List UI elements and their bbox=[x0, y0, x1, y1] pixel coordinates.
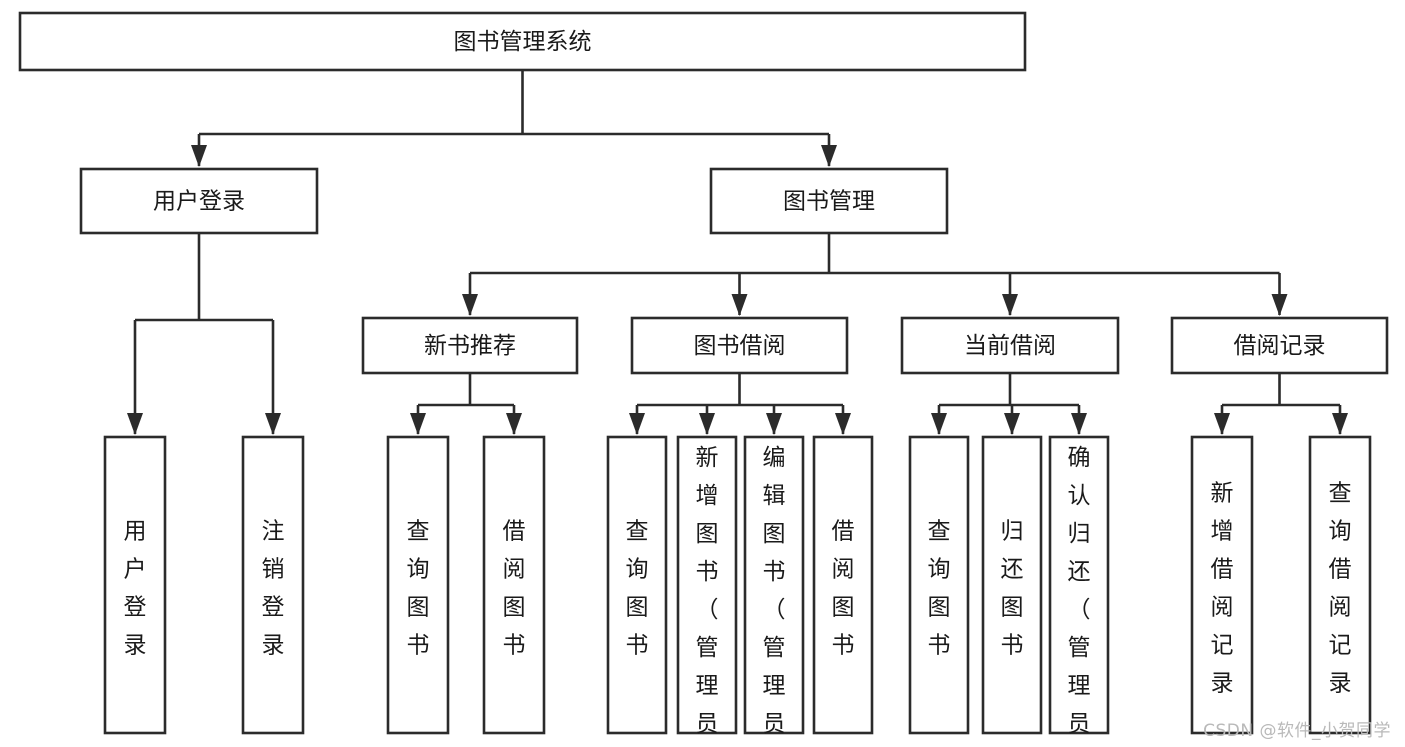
node-leaf-edit-book[interactable]: 编辑图书（管理员） bbox=[743, 435, 805, 747]
node-box bbox=[709, 167, 949, 235]
node-leaf-add-book[interactable]: 新增图书（管理员） bbox=[676, 435, 738, 747]
node-leaf-query-book-a[interactable]: 查询图书 bbox=[386, 435, 450, 735]
node-box bbox=[103, 435, 167, 735]
node-box bbox=[900, 316, 1120, 375]
node-label: 图书管理系统 bbox=[454, 29, 592, 55]
node-box bbox=[606, 435, 668, 735]
node-leaf-logout[interactable]: 注销登录 bbox=[241, 435, 305, 735]
node-leaf-user-login[interactable]: 用户登录 bbox=[103, 435, 167, 735]
edge-layer bbox=[127, 70, 1348, 435]
node-root[interactable]: 图书管理系统 bbox=[18, 11, 1027, 72]
node-box bbox=[482, 435, 546, 735]
node-box bbox=[386, 435, 450, 735]
node-label: 借阅图书 bbox=[832, 519, 855, 659]
node-box bbox=[743, 435, 805, 735]
node-box bbox=[361, 316, 579, 375]
node-book-borrow[interactable]: 图书借阅 bbox=[630, 316, 849, 375]
node-box bbox=[908, 435, 970, 735]
node-new-book-rec[interactable]: 新书推荐 bbox=[361, 316, 579, 375]
node-label: 查询图书 bbox=[626, 519, 649, 659]
node-box bbox=[1048, 435, 1110, 735]
node-leaf-borrow-book-a[interactable]: 借阅图书 bbox=[482, 435, 546, 735]
node-box bbox=[1308, 435, 1372, 735]
node-label: 借阅记录 bbox=[1234, 333, 1326, 359]
node-label: 查询借阅记录 bbox=[1329, 481, 1352, 697]
node-label: 编辑图书（管理员） bbox=[763, 445, 786, 747]
node-box bbox=[676, 435, 738, 735]
node-box bbox=[812, 435, 874, 735]
node-box bbox=[241, 435, 305, 735]
node-label: 注销登录 bbox=[262, 519, 285, 659]
node-box bbox=[1170, 316, 1389, 375]
node-box bbox=[79, 167, 319, 235]
node-label: 新增图书（管理员） bbox=[696, 445, 719, 747]
node-label: 新增借阅记录 bbox=[1211, 481, 1234, 697]
node-label: 归还图书 bbox=[1001, 519, 1024, 659]
node-label: 借阅图书 bbox=[503, 519, 526, 659]
node-box bbox=[1190, 435, 1254, 735]
node-layer: 图书管理系统用户登录图书管理新书推荐图书借阅当前借阅借阅记录用户登录注销登录查询… bbox=[18, 11, 1389, 747]
node-label: 查询图书 bbox=[928, 519, 951, 659]
node-leaf-query-book-b[interactable]: 查询图书 bbox=[606, 435, 668, 735]
node-leaf-query-book-c[interactable]: 查询图书 bbox=[908, 435, 970, 735]
node-label: 图书借阅 bbox=[694, 333, 786, 359]
node-current-borrow[interactable]: 当前借阅 bbox=[900, 316, 1120, 375]
node-label: 图书管理 bbox=[783, 189, 875, 215]
node-box bbox=[18, 11, 1027, 72]
node-leaf-add-record[interactable]: 新增借阅记录 bbox=[1190, 435, 1254, 735]
node-label: 确认归还（管理员） bbox=[1068, 445, 1091, 747]
node-user-login[interactable]: 用户登录 bbox=[79, 167, 319, 235]
node-leaf-confirm-return[interactable]: 确认归还（管理员） bbox=[1048, 435, 1110, 747]
node-leaf-borrow-book-b[interactable]: 借阅图书 bbox=[812, 435, 874, 735]
node-label: 用户登录 bbox=[124, 519, 147, 659]
node-borrow-record[interactable]: 借阅记录 bbox=[1170, 316, 1389, 375]
node-box bbox=[630, 316, 849, 375]
node-label: 新书推荐 bbox=[424, 333, 516, 359]
node-box bbox=[981, 435, 1043, 735]
node-book-manage[interactable]: 图书管理 bbox=[709, 167, 949, 235]
node-label: 当前借阅 bbox=[964, 333, 1056, 359]
node-leaf-query-record[interactable]: 查询借阅记录 bbox=[1308, 435, 1372, 735]
node-label: 用户登录 bbox=[153, 189, 245, 215]
node-leaf-return-book[interactable]: 归还图书 bbox=[981, 435, 1043, 735]
node-label: 查询图书 bbox=[407, 519, 430, 659]
